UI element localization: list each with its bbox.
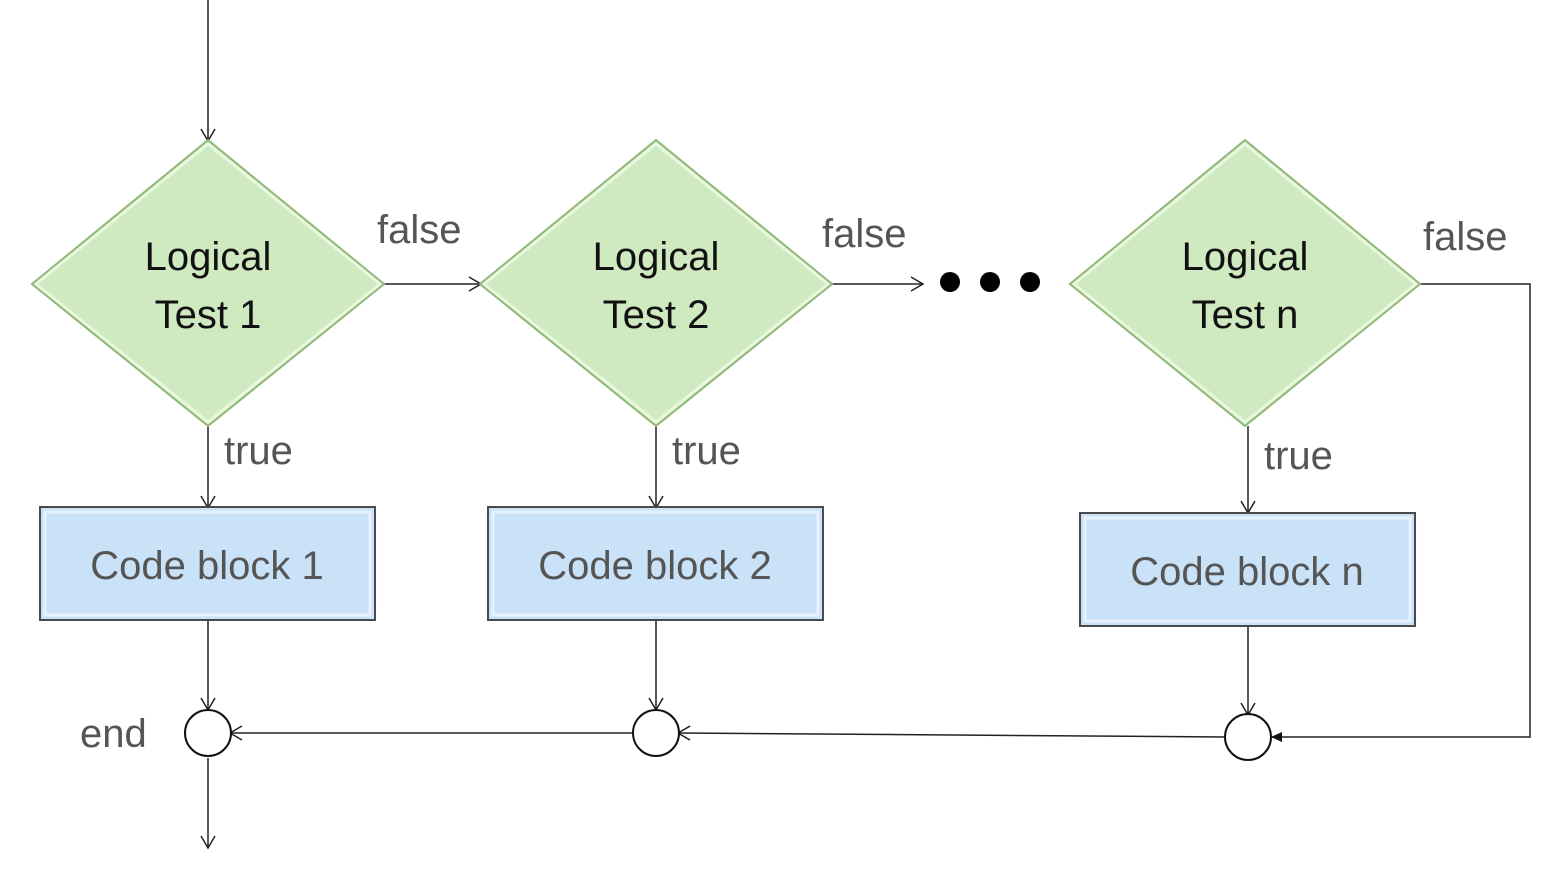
code-block-1: Code block 1: [39, 506, 376, 621]
test-1-line-2: Test 1: [155, 293, 262, 337]
true-label-2: true: [672, 429, 741, 473]
test-2-line-2: Test 2: [603, 293, 710, 337]
code-block-n-label: Code block n: [1130, 550, 1363, 594]
code-block-2-label: Code block 2: [538, 544, 771, 588]
join-node-2: [632, 709, 680, 757]
end-label: end: [80, 712, 147, 756]
join-node-1: [184, 709, 232, 757]
decision-diamond-1: Logical Test 1: [30, 138, 386, 428]
code-block-2: Code block 2: [487, 506, 824, 621]
true-label-1: true: [224, 429, 293, 473]
false-label-2: false: [822, 212, 907, 256]
join-n-to-join-2: [676, 725, 1226, 741]
decision-diamond-n: Logical Test n: [1068, 138, 1422, 428]
test-n-line-1: Logical: [1182, 235, 1309, 279]
code-block-n: Code block n: [1079, 512, 1416, 627]
false-label-1: false: [377, 208, 462, 252]
join-node-n: [1224, 713, 1272, 761]
ellipsis-dot-1: [940, 272, 960, 292]
true-label-n: true: [1264, 434, 1333, 478]
connectors: [200, 0, 1531, 850]
ellipsis-dot-3: [1020, 272, 1040, 292]
test-1-line-1: Logical: [145, 235, 272, 279]
false-label-n: false: [1423, 215, 1508, 259]
decision-diamond-2: Logical Test 2: [478, 138, 834, 428]
ellipsis-dots: [940, 272, 1040, 292]
false-n-return-path: [1271, 283, 1531, 742]
test-n-line-2: Test n: [1192, 293, 1299, 337]
test-2-line-1: Logical: [593, 235, 720, 279]
code-block-1-label: Code block 1: [90, 544, 323, 588]
ellipsis-dot-2: [980, 272, 1000, 292]
